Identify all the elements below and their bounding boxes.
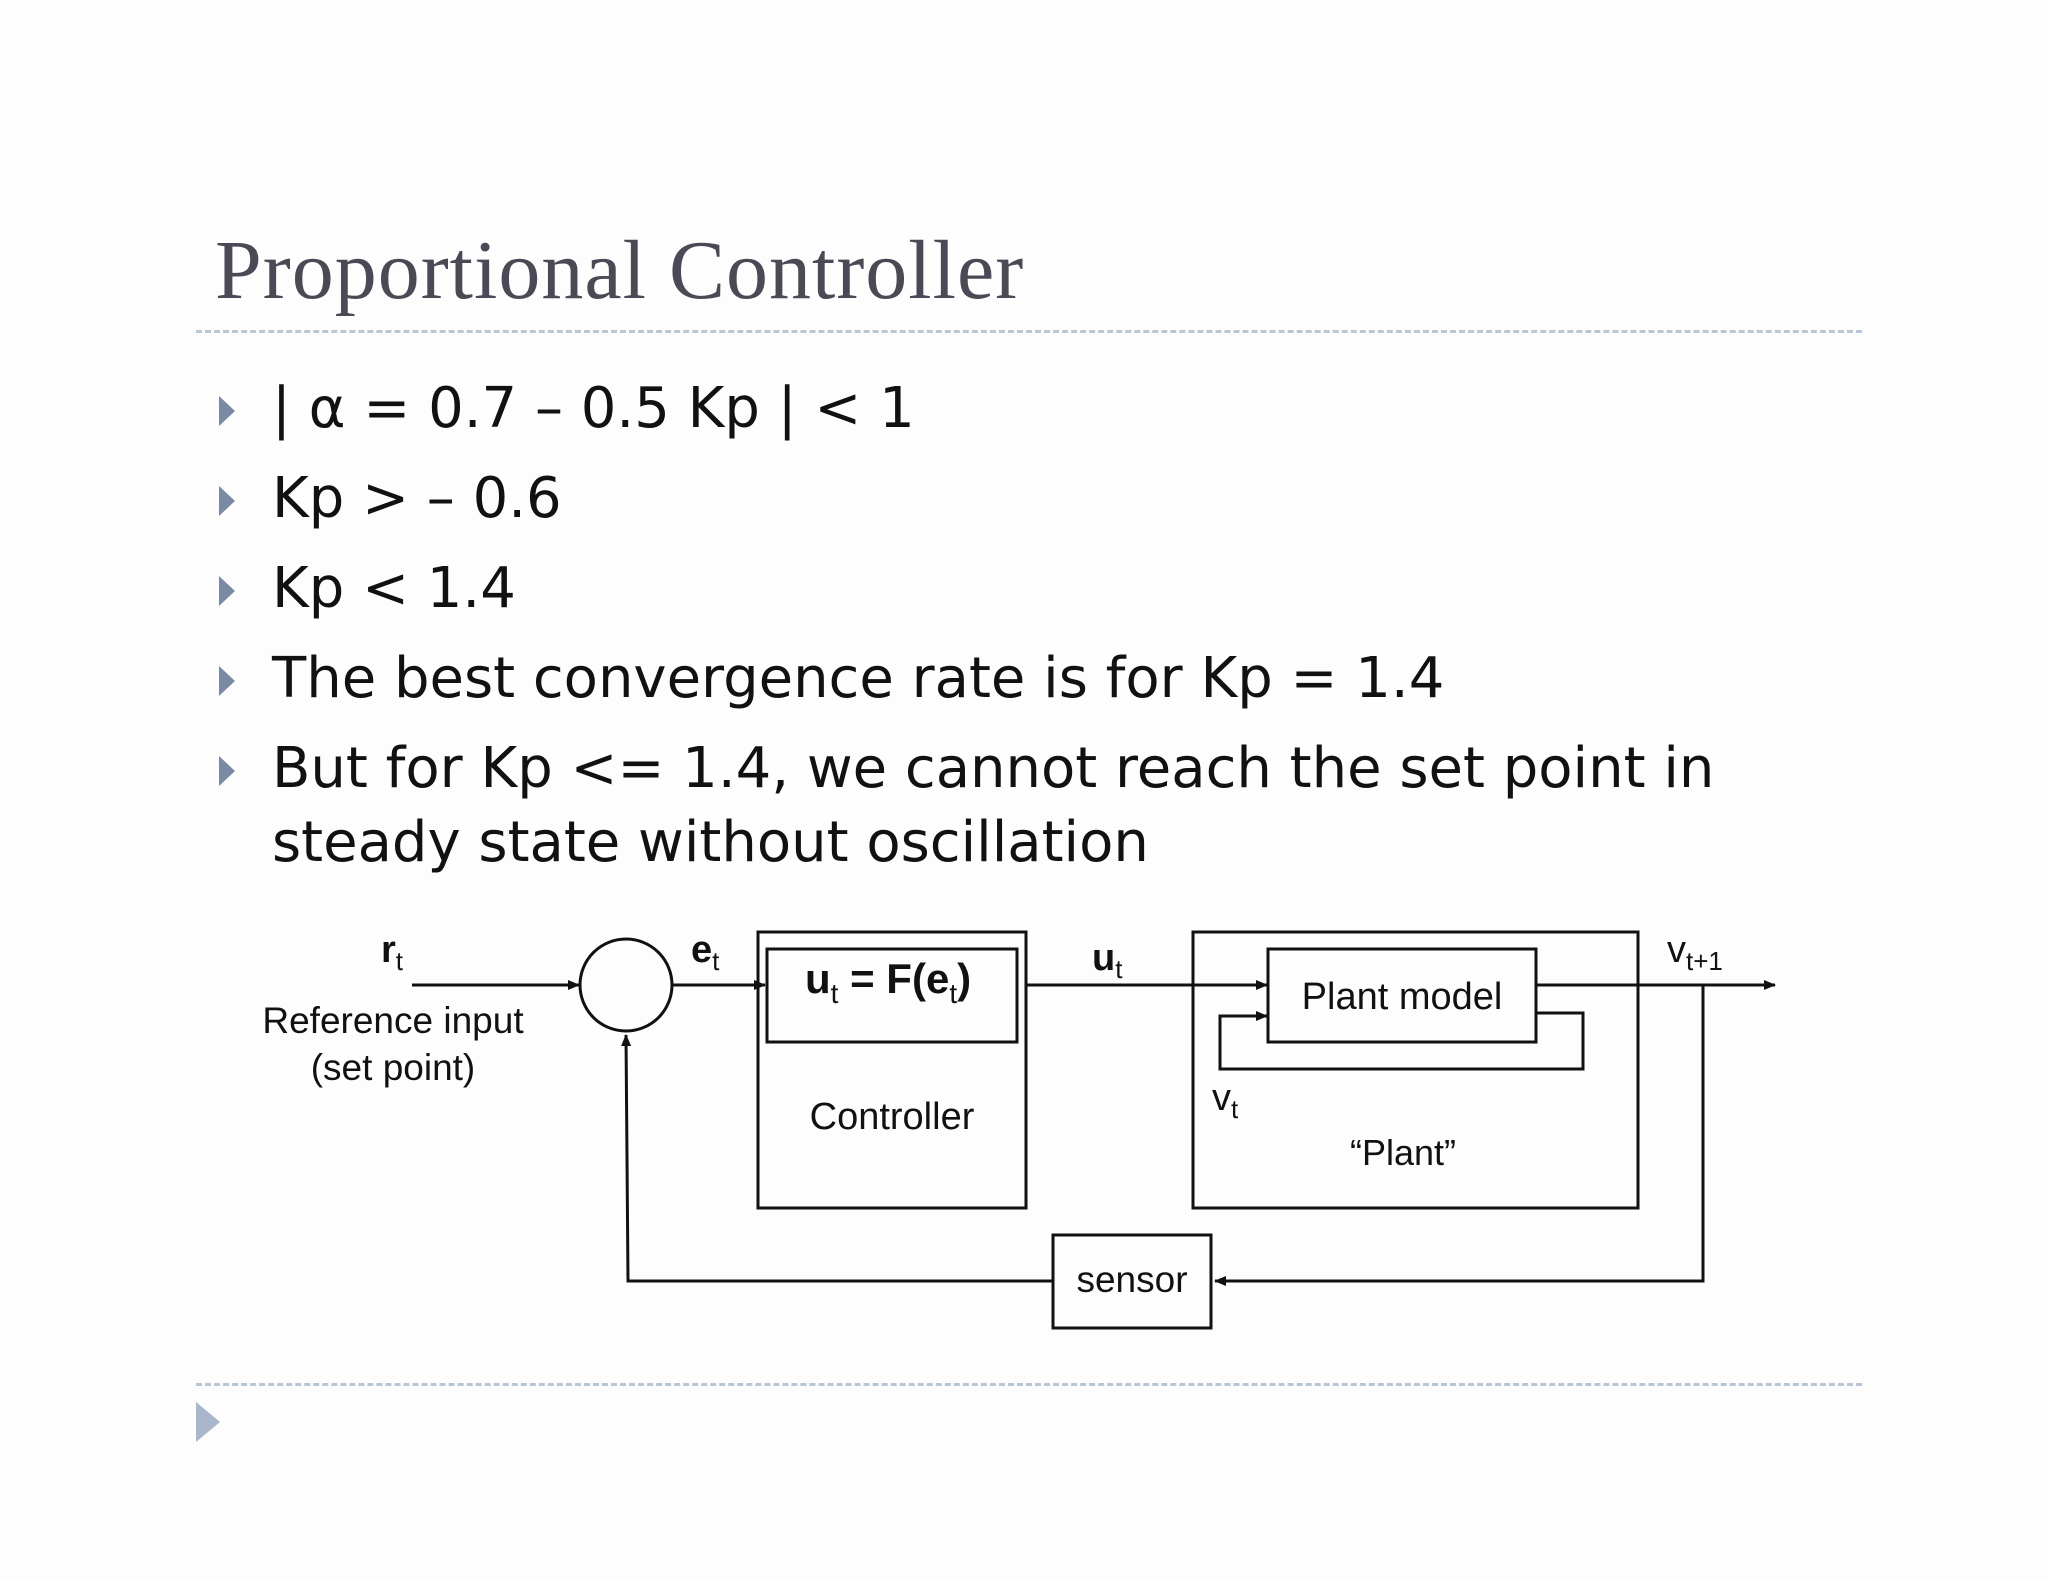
triangle-right-icon [196,1402,220,1442]
bullet-text: Kp > – 0.6 [272,466,562,531]
triangle-right-icon [219,666,235,696]
bullet-text: But for Kp <= 1.4, we cannot reach the s… [272,736,1715,875]
bullet-item: But for Kp <= 1.4, we cannot reach the s… [215,732,1835,880]
plant-box [1191,930,1640,1210]
feedback-to-junction [621,1034,1053,1283]
bullet-text: The best convergence rate is for Kp = 1.… [272,646,1445,711]
title-divider [196,330,1862,333]
plant-model-box [1266,947,1538,1044]
controller-box [756,930,1028,1210]
bullet-item: The best convergence rate is for Kp = 1.… [215,642,1835,716]
triangle-right-icon [219,396,235,426]
plant-label: “Plant” [1350,1132,1456,1173]
reference-symbol: rt [381,929,404,976]
controller-label: Controller [810,1096,975,1138]
error-symbol: et [691,929,720,976]
plant-model-label: Plant model [1302,976,1503,1018]
state-feedback-loop [1218,1011,1585,1071]
output-symbol: vt+1 [1667,929,1723,976]
slide-title: Proportional Controller [215,224,1025,317]
triangle-right-icon [219,486,235,516]
bullet-list: | α = 0.7 – 0.5 Kp | < 1 Kp > – 0.6 Kp <… [215,372,1835,896]
reference-label-line2: (set point) [311,1047,476,1088]
feedback-to-sensor [1214,985,1705,1286]
controller-formula-box [765,947,1019,1044]
controller-formula: ut = F(et) [805,955,971,1009]
bullet-text: | α = 0.7 – 0.5 Kp | < 1 [272,376,915,441]
triangle-right-icon [219,756,235,786]
bullet-item: Kp > – 0.6 [215,462,1835,536]
bullet-item: | α = 0.7 – 0.5 Kp | < 1 [215,372,1835,446]
footer-divider [196,1383,1862,1386]
triangle-right-icon [219,576,235,606]
bullet-text: Kp < 1.4 [272,556,516,621]
reference-label-line1: Reference input [262,1000,524,1041]
bullet-item: Kp < 1.4 [215,552,1835,626]
summing-junction [578,937,674,1033]
state-symbol: vt [1212,1077,1239,1124]
control-symbol: ut [1092,937,1123,984]
sensor-label: sensor [1076,1259,1187,1300]
